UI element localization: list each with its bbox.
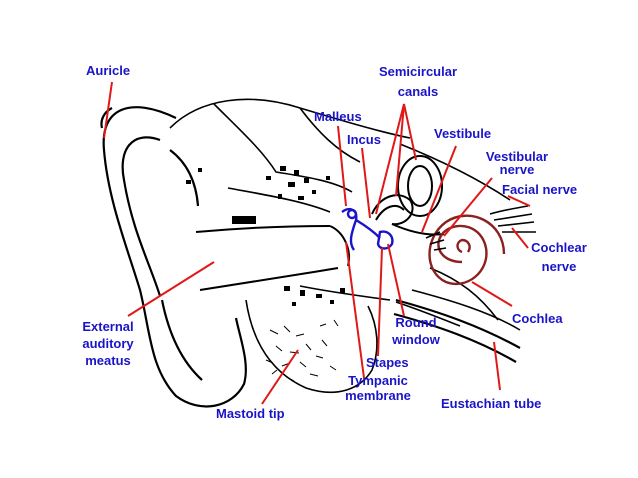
label-mastoid-tip: Mastoid tip — [216, 406, 285, 421]
ossicles — [341, 208, 394, 251]
external-canal — [195, 225, 350, 291]
label-semicircular-line2: canals — [397, 84, 439, 99]
label-auricle: Auricle — [86, 63, 131, 78]
label-semicircular-line1: Semicircular — [378, 64, 458, 79]
leader-vestibular-nerve — [443, 177, 493, 237]
bone-texture — [186, 166, 345, 306]
label-semicircular-canals: Semicircular canals — [370, 63, 466, 100]
label-incus: Incus — [347, 132, 381, 147]
label-tympanic-line2: membrane — [345, 388, 411, 403]
nerve-bundles — [425, 205, 536, 251]
leader-cochlear-nerve — [511, 227, 529, 249]
leader-vestibule — [421, 145, 457, 233]
leader-semicircular-3 — [403, 103, 417, 161]
leader-semicircular-2 — [395, 103, 405, 197]
leader-incus — [361, 147, 371, 219]
leader-tympanic-membrane — [345, 241, 365, 379]
leader-cochlea — [471, 281, 513, 307]
label-round-window-line1: Round — [395, 315, 437, 330]
leader-round-window — [387, 243, 405, 317]
leader-stapes — [377, 247, 383, 357]
leader-eustachian-tube — [493, 341, 501, 391]
label-external-line1: External — [82, 319, 134, 334]
label-external-line3: meatus — [85, 353, 131, 368]
leader-malleus — [337, 125, 347, 207]
label-round-window: Round window — [388, 314, 444, 348]
label-cochlea: Cochlea — [512, 311, 563, 326]
label-eustachian-tube: Eustachian tube — [441, 396, 542, 411]
leader-external-meatus — [127, 261, 215, 317]
label-cochlear-line2: nerve — [541, 259, 577, 274]
label-external-auditory-meatus: External auditory meatus — [76, 318, 140, 369]
label-cochlear-line1: Cochlear — [531, 240, 587, 255]
mastoid-air-cells — [265, 319, 339, 382]
label-external-line2: auditory — [82, 336, 134, 351]
label-vestibular-line1: Vestibular — [485, 149, 549, 164]
label-tympanic-membrane: Tympanic membrane — [336, 372, 420, 404]
label-vestibular-line2: nerve — [499, 162, 535, 177]
label-tympanic-line1: Tympanic — [348, 373, 408, 388]
leader-mastoid-tip — [261, 349, 299, 405]
cochlea-shape — [428, 214, 506, 285]
label-malleus: Malleus — [314, 109, 362, 124]
label-facial-nerve: Facial nerve — [502, 182, 578, 197]
leader-auricle — [103, 81, 113, 139]
leader-facial-nerve — [507, 195, 531, 207]
eustachian-tube-shape — [393, 298, 521, 363]
label-round-window-line2: window — [392, 332, 440, 347]
label-stapes: Stapes — [366, 355, 409, 370]
label-vestibule: Vestibule — [434, 126, 492, 141]
leader-lines — [103, 81, 531, 405]
leader-semicircular-1 — [375, 103, 405, 215]
label-cochlear-nerve: Cochlear nerve — [524, 239, 594, 275]
label-vestibular-nerve: Vestibular nerve — [478, 148, 556, 178]
temporal-bone-outline — [169, 98, 521, 394]
semicircular-canals-shape — [371, 155, 445, 236]
